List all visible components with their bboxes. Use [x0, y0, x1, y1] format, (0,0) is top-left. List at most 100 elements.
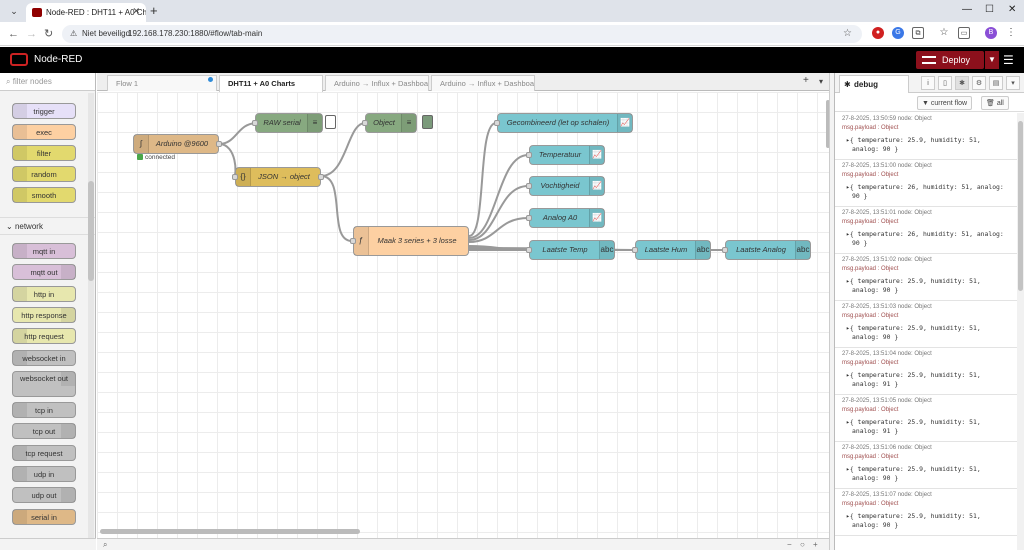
function-node[interactable]: ƒ Maak 3 series + 3 losse — [350, 226, 469, 256]
debug-scrollbar[interactable] — [1017, 113, 1024, 550]
chart-node-temperature[interactable]: Temperatuur 📈 — [526, 145, 605, 165]
profile-avatar[interactable]: B — [985, 27, 997, 39]
main-menu-icon[interactable]: ☰ — [1003, 53, 1014, 67]
zoom-reset-icon[interactable]: ○ — [800, 540, 805, 549]
minimize-icon[interactable]: — — [962, 4, 972, 15]
debug-message-value[interactable]: ▸{ temperature: 25.9, humidity: 51,analo… — [842, 465, 1013, 483]
wire[interactable] — [320, 122, 366, 177]
close-tab-icon[interactable]: ✕ — [132, 6, 140, 16]
tab-debug[interactable]: ✱ debug — [839, 75, 909, 93]
palette-node-udp-in[interactable]: udp in — [12, 466, 76, 482]
debug-scroll-thumb[interactable] — [1018, 121, 1023, 291]
workspace-horizontal-scrollbar[interactable] — [100, 529, 360, 534]
palette-node-filter[interactable]: filter — [12, 145, 76, 161]
not-secure-icon[interactable]: ⚠ — [70, 29, 78, 38]
debug-message-value[interactable]: ▸{ temperature: 26, humidity: 51, analog… — [842, 230, 1013, 248]
chart-node-humidity[interactable]: Vochtigheid 📈 — [526, 176, 605, 196]
zoom-out-icon[interactable]: − — [787, 540, 792, 549]
tab-dht11-a0-charts[interactable]: DHT11 + A0 Charts — [219, 75, 323, 92]
palette-node-websocket-out[interactable]: websocket out — [12, 370, 76, 397]
tab-search-icon[interactable]: ⌄ — [10, 6, 18, 16]
downloads-icon[interactable]: ▭ — [958, 27, 970, 39]
wire[interactable] — [218, 143, 237, 177]
input-port[interactable] — [632, 247, 638, 253]
reload-icon[interactable]: ↻ — [44, 28, 54, 40]
debug-message-value[interactable]: ▸{ temperature: 25.9, humidity: 51,analo… — [842, 277, 1013, 295]
palette-scroll-thumb[interactable] — [88, 181, 94, 281]
input-port[interactable] — [252, 120, 258, 126]
debug-message-value[interactable]: ▸{ temperature: 25.9, humidity: 51,analo… — [842, 512, 1013, 530]
text-node-hum[interactable]: Laatste Hum abc — [632, 240, 711, 260]
add-flow-button[interactable]: + — [803, 75, 809, 86]
input-port[interactable] — [232, 174, 238, 180]
back-icon[interactable]: ← — [8, 28, 19, 40]
sidebar-more-icon[interactable]: ▾ — [1006, 76, 1020, 90]
palette-node-tcp-request[interactable]: tcp request — [12, 444, 76, 461]
reading-list-icon[interactable]: ☆ — [938, 27, 950, 39]
browser-tab[interactable]: Node-RED : DHT11 + A0 Charts ✕ — [26, 3, 146, 22]
palette-node-websocket-in[interactable]: websocket in — [12, 349, 76, 366]
input-port[interactable] — [350, 238, 356, 244]
palette-node-smooth[interactable]: smooth — [12, 187, 76, 203]
puzzle-extensions-icon[interactable]: ⧉ — [912, 27, 924, 39]
forward-icon[interactable]: → — [26, 28, 37, 40]
debug-toggle-button[interactable] — [422, 115, 433, 129]
wire[interactable] — [468, 122, 497, 237]
palette-node-http-request[interactable]: http request — [12, 328, 76, 345]
deploy-button[interactable]: Deploy — [916, 51, 984, 69]
palette-node-mqtt-out[interactable]: mqtt out — [12, 264, 76, 281]
palette-node-tcp-in[interactable]: tcp in — [12, 402, 76, 419]
input-port[interactable] — [526, 247, 532, 253]
json-node[interactable]: {} JSON → object — [232, 167, 324, 187]
wire[interactable] — [468, 217, 529, 243]
tab-arduino-influx-1[interactable]: Arduino → Influx + Dashboa — [325, 75, 429, 91]
debug-node-raw-serial[interactable]: RAW serial ≡ — [252, 113, 323, 133]
debug-toggle-button[interactable] — [325, 115, 336, 129]
new-tab-button[interactable]: + — [150, 3, 158, 18]
output-port[interactable] — [318, 174, 324, 180]
wire[interactable] — [320, 175, 353, 242]
maximize-icon[interactable]: ☐ — [985, 4, 994, 15]
tab-flow-1[interactable]: Flow 1 — [107, 75, 217, 91]
flow-canvas[interactable]: ∫ Arduino @9600 connected RAW serial ≡ {… — [97, 92, 829, 538]
palette-node-http-in[interactable]: http in — [12, 285, 76, 302]
debug-filter-flow-select[interactable]: ▼ current flow — [917, 96, 973, 110]
palette-category-network[interactable]: ⌄ network — [0, 217, 95, 235]
chart-node-combined[interactable]: Gecombineerd (let op schalen) 📈 — [494, 113, 633, 133]
zoom-in-icon[interactable]: + — [813, 540, 818, 549]
deploy-options-button[interactable]: ▼ — [985, 51, 999, 69]
input-port[interactable] — [494, 120, 500, 126]
palette-node-exec[interactable]: exec — [12, 124, 76, 140]
chart-node-analog[interactable]: Analog A0 📈 — [526, 208, 605, 228]
debug-filter-all-select[interactable]: 🗑 all — [981, 96, 1009, 110]
palette-node-http-response[interactable]: http response — [12, 306, 76, 323]
close-window-icon[interactable]: ✕ — [1008, 4, 1017, 15]
palette-node-tcp-out[interactable]: tcp out — [12, 423, 76, 440]
wire[interactable] — [468, 154, 529, 239]
debug-bug-icon[interactable]: ✱ — [955, 76, 969, 90]
input-port[interactable] — [526, 215, 532, 221]
palette-scrollbar[interactable] — [88, 93, 94, 548]
palette-node-serial-in[interactable]: serial in — [12, 508, 76, 525]
workspace-vertical-scrollbar[interactable] — [826, 100, 830, 148]
text-node-temp[interactable]: Laatste Temp abc — [526, 240, 615, 260]
output-port[interactable] — [216, 141, 222, 147]
info-icon[interactable]: i — [921, 76, 935, 90]
flow-list-button[interactable]: ▾ — [819, 77, 824, 86]
input-port[interactable] — [526, 183, 532, 189]
debug-message-value[interactable]: ▸{ temperature: 26, humidity: 51, analog… — [842, 183, 1013, 201]
bookmark-star-icon[interactable]: ☆ — [843, 28, 852, 39]
debug-message-value[interactable]: ▸{ temperature: 25.9, humidity: 51,analo… — [842, 324, 1013, 342]
browser-menu-icon[interactable]: ⋮ — [1005, 27, 1017, 39]
debug-message-value[interactable]: ▸{ temperature: 25.9, humidity: 51,analo… — [842, 418, 1013, 436]
context-data-icon[interactable]: ▤ — [989, 76, 1003, 90]
settings-gear-icon[interactable]: ⚙ — [972, 76, 986, 90]
